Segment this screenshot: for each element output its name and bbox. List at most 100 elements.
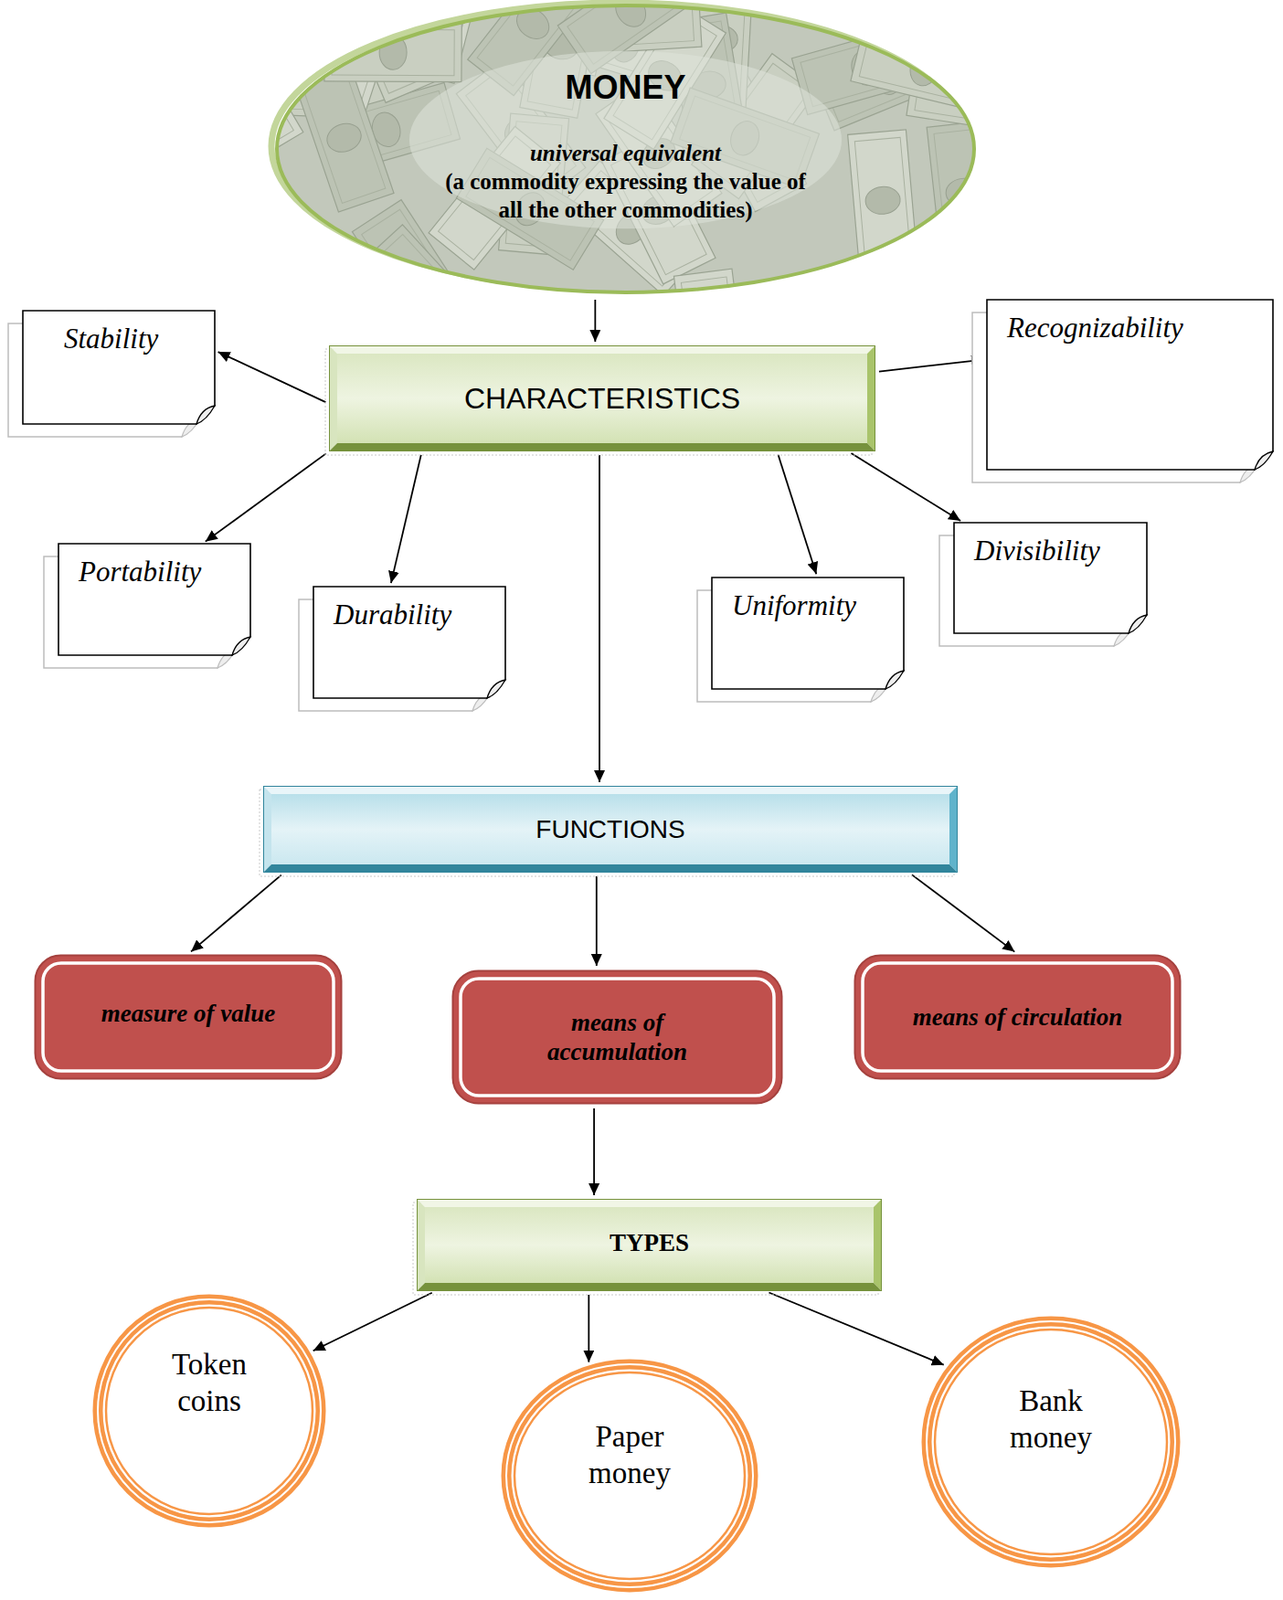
bevel-border (329, 346, 876, 452)
rounded-inner (460, 978, 775, 1096)
note-fold (1254, 451, 1273, 470)
node-outline (451, 969, 784, 1105)
bevel-right (949, 785, 958, 873)
bevel-face (424, 1207, 874, 1283)
bevel-bottom (328, 443, 876, 452)
note-outline (22, 310, 215, 425)
note-card: Divisibility (954, 522, 1147, 634)
bevel-shadow (259, 789, 955, 877)
arrow-connector (593, 299, 596, 342)
bevel-face (337, 353, 868, 444)
node-text: Token coins (145, 1346, 274, 1420)
arrow-connector (218, 351, 327, 403)
bevel-left (263, 785, 272, 873)
bevel-border (264, 786, 958, 873)
bevel-top (328, 345, 876, 354)
ring-inner (514, 1372, 745, 1580)
note-card: Portability (58, 543, 251, 656)
function-box: means of accumulation (451, 969, 784, 1105)
type-circle: Token coins (92, 1293, 327, 1528)
node-text: universal equivalent (530, 139, 722, 168)
rounded-outline (453, 971, 783, 1104)
node-text: FUNCTIONS (535, 814, 685, 846)
heading-box: FUNCTIONS (263, 785, 958, 873)
node-text: Uniformity (731, 588, 857, 623)
banknote (163, 149, 311, 273)
arrow-connector (190, 875, 282, 953)
node-text: MONEY (564, 67, 686, 107)
note-outline (711, 577, 904, 690)
heading-box: CHARACTERISTICS (328, 345, 876, 452)
ring-outline (506, 1364, 753, 1588)
bevel-left (416, 1198, 425, 1292)
arrow-connector (205, 453, 327, 541)
node-text: CHARACTERISTICS (464, 381, 741, 416)
text-glow (409, 51, 842, 230)
arrow-connector (595, 876, 598, 966)
banknote (294, 63, 394, 213)
ring-outline (926, 1321, 1176, 1563)
note-outline (313, 586, 506, 699)
type-circle: Bank money (921, 1315, 1181, 1569)
arrow-connector (778, 455, 817, 574)
node-text: Portability (78, 554, 202, 589)
note-outline (58, 543, 251, 656)
concept-ellipse: MONEY universal equivalent(a commodity ex… (273, 1, 978, 297)
heading-box: TYPES (416, 1198, 882, 1292)
bevel-top (263, 785, 958, 795)
arrow-connector (879, 360, 984, 372)
note-card: Stability (22, 310, 215, 425)
bevel-right (873, 1198, 882, 1292)
rounded-inner (42, 963, 334, 1071)
note-outline (954, 522, 1147, 634)
rounded-outline (35, 955, 342, 1080)
node-text: measure of value (51, 998, 326, 1029)
banknote (257, 267, 403, 351)
type-circle: Paper money (500, 1358, 759, 1593)
node-text: means of accumulation (512, 1007, 723, 1068)
note-card: Durability (313, 586, 506, 699)
banknote (222, 288, 291, 430)
bevel-top (416, 1198, 882, 1208)
bevel-face (271, 794, 950, 865)
note-fold (885, 670, 904, 690)
ellipse-outline (276, 5, 975, 293)
bevel-bottom (416, 1283, 882, 1292)
bevel-shadow (413, 1202, 879, 1295)
note-fold (1128, 614, 1147, 634)
node-text: Divisibility (974, 533, 1101, 568)
note-outline (986, 299, 1273, 470)
banknote (324, 22, 462, 83)
arrow-connector (391, 455, 422, 584)
arrow-connector (768, 1293, 944, 1366)
rounded-inner (862, 963, 1173, 1071)
bevel-border (417, 1199, 882, 1292)
banknote (106, 0, 255, 91)
function-box: means of circulation (853, 954, 1182, 1081)
banknote (926, 120, 1000, 264)
function-box: measure of value (33, 954, 343, 1081)
node-text: Bank money (986, 1383, 1115, 1456)
note-fold (232, 636, 251, 656)
arrow-connector (851, 453, 962, 521)
note-card: Recognizability (986, 299, 1273, 470)
ring-inner (106, 1307, 313, 1515)
banknote (848, 129, 919, 272)
arrow-connector (911, 874, 1015, 952)
node-text: Stability (63, 321, 159, 356)
node-text: (a commodity expressing the value of all… (434, 167, 818, 225)
note-fold (487, 679, 506, 699)
banknote (850, 23, 998, 113)
node-text: means of circulation (912, 1002, 1124, 1032)
arrow-connector (593, 1108, 595, 1196)
bevel-left (328, 345, 338, 452)
node-text: TYPES (609, 1228, 690, 1258)
rounded-outline (855, 955, 1181, 1080)
bevel-right (867, 345, 876, 452)
ring-inner (934, 1329, 1167, 1555)
banknote (106, 42, 238, 186)
note-card: Uniformity (711, 577, 904, 690)
banknote (155, 82, 304, 203)
arrow-connector (598, 455, 601, 783)
ring-outline (97, 1299, 321, 1523)
